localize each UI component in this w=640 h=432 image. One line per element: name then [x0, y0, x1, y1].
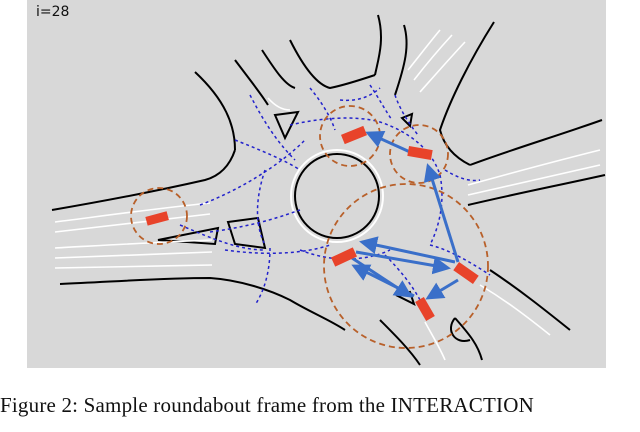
lane-graph-edge [339, 87, 381, 102]
interaction-arrow [425, 278, 459, 300]
neighborhood-circle [323, 183, 489, 349]
road-edge [450, 317, 471, 342]
interaction-arrow [423, 163, 460, 263]
lane-graph-edge [394, 94, 419, 136]
road-edge [234, 59, 269, 106]
vehicle-west [145, 211, 169, 226]
road-edge [194, 71, 236, 151]
road-edge [469, 119, 603, 166]
road-edge [374, 14, 382, 76]
lane-marking [424, 321, 446, 361]
roundabout-center [294, 153, 380, 239]
interaction-arrows [351, 130, 460, 300]
lane-graph-edge [429, 174, 443, 246]
lane-marking [54, 213, 211, 233]
lane-graph-edge [256, 169, 266, 246]
island [400, 112, 414, 129]
vehicle-south-west [331, 247, 357, 267]
road-edge [467, 174, 606, 206]
interaction-arrow [355, 250, 451, 275]
island [226, 216, 267, 250]
lane-graph-edge [234, 139, 301, 171]
vehicle-south-east [453, 262, 479, 284]
vehicle-south [415, 296, 435, 322]
lane-graph-edge [369, 84, 393, 121]
interaction-arrow [351, 264, 415, 298]
lane-graph-edge [309, 87, 336, 131]
lane-graph-edge [254, 247, 271, 306]
splitter-islands [157, 110, 416, 306]
lane-marking [54, 264, 213, 269]
neighborhood-circle [130, 187, 188, 245]
lane-graph-edge [444, 169, 481, 182]
island [157, 226, 220, 246]
road-edge [59, 276, 346, 331]
road-edge [289, 39, 376, 90]
lane-graph-edge [179, 224, 266, 251]
road-edge [454, 317, 483, 361]
interaction-arrow [365, 130, 411, 154]
lane-markings [54, 29, 601, 361]
vehicle-north [341, 125, 367, 145]
lane-graph [179, 84, 491, 306]
vehicle-north-east [407, 145, 433, 161]
road-edge [394, 24, 408, 96]
lane-marking [54, 251, 213, 259]
road-edge [489, 269, 571, 331]
lane-graph-edge [249, 94, 296, 161]
road-edge [51, 149, 236, 211]
frame-index-label: i=28 [36, 4, 70, 20]
road-edge [261, 49, 296, 89]
lane-marking [54, 239, 213, 249]
lane-marking [479, 284, 551, 336]
lane-marking [267, 97, 291, 111]
roundabout-inner-ring [290, 149, 384, 243]
lane-graph-edge [209, 209, 301, 233]
road-edge [438, 21, 495, 166]
neighborhood-circle [389, 124, 449, 184]
lane-marking [413, 34, 453, 81]
lane-graph-edge [224, 244, 331, 254]
lane-graph-edge [429, 244, 491, 276]
road-edge [379, 319, 421, 366]
lane-marking [54, 202, 211, 223]
road-edges [51, 14, 606, 366]
lane-marking [467, 164, 601, 196]
lane-graph-edge [199, 139, 306, 206]
figure-caption: Figure 2: Sample roundabout frame from t… [0, 393, 534, 417]
lane-marking [419, 41, 466, 93]
lane-marking [467, 149, 601, 186]
lane-graph-edge [384, 254, 421, 301]
neighborhood-circles [130, 105, 489, 349]
vehicles [145, 125, 479, 322]
lane-marking [407, 29, 441, 71]
